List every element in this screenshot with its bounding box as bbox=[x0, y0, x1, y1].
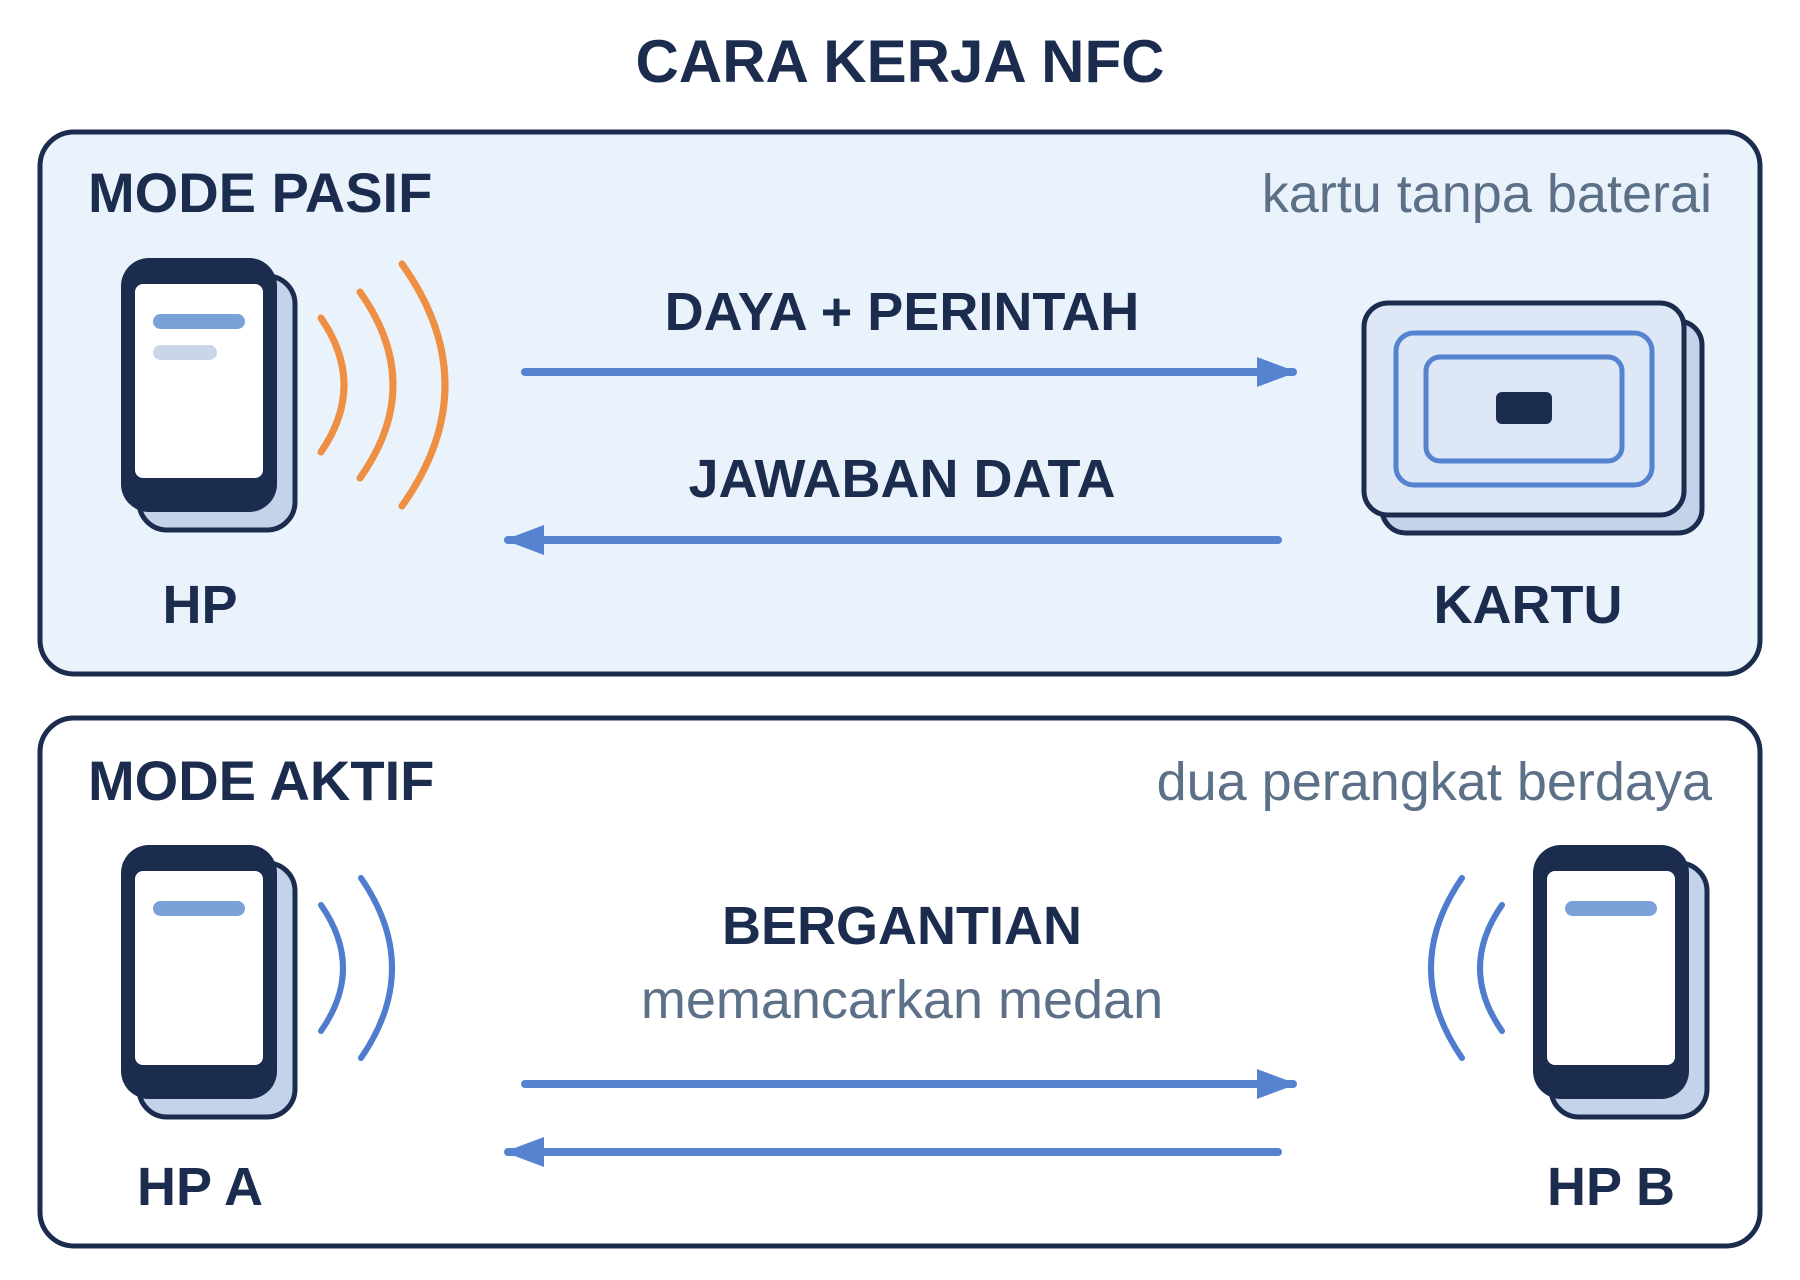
phone-a-label: HP A bbox=[137, 1157, 263, 1217]
active-mode-label: MODE AKTIF bbox=[88, 749, 434, 812]
phone-a-waves-icon bbox=[318, 875, 395, 1061]
phone-a-icon bbox=[121, 845, 298, 1120]
smartphone-icon bbox=[121, 258, 298, 533]
page-title: CARA KERJA NFC bbox=[636, 28, 1165, 95]
phone-b-waves-icon bbox=[1428, 875, 1505, 1061]
active-mode-note: dua perangkat berdaya bbox=[1157, 752, 1713, 812]
passive-mode-label: MODE PASIF bbox=[88, 161, 432, 224]
phone-b-icon bbox=[1533, 845, 1710, 1120]
card-label: KARTU bbox=[1434, 575, 1623, 635]
passive-mode-panel: MODE PASIF kartu tanpa baterai DAYA + PE… bbox=[37, 129, 1763, 677]
active-mode-panel: MODE AKTIF dua perangkat berdaya BERGANT… bbox=[37, 715, 1763, 1249]
power-command-label: DAYA + PERINTAH bbox=[665, 282, 1140, 342]
phone-label: HP bbox=[162, 575, 237, 635]
phone-b-label: HP B bbox=[1547, 1157, 1675, 1217]
nfc-card-icon bbox=[1361, 300, 1705, 536]
passive-mode-note: kartu tanpa baterai bbox=[1262, 164, 1712, 224]
alternating-label: BERGANTIAN bbox=[722, 896, 1082, 956]
emit-field-label: memancarkan medan bbox=[641, 970, 1163, 1030]
data-reply-label: JAWABAN DATA bbox=[689, 449, 1116, 509]
signal-waves-icon bbox=[317, 260, 449, 510]
